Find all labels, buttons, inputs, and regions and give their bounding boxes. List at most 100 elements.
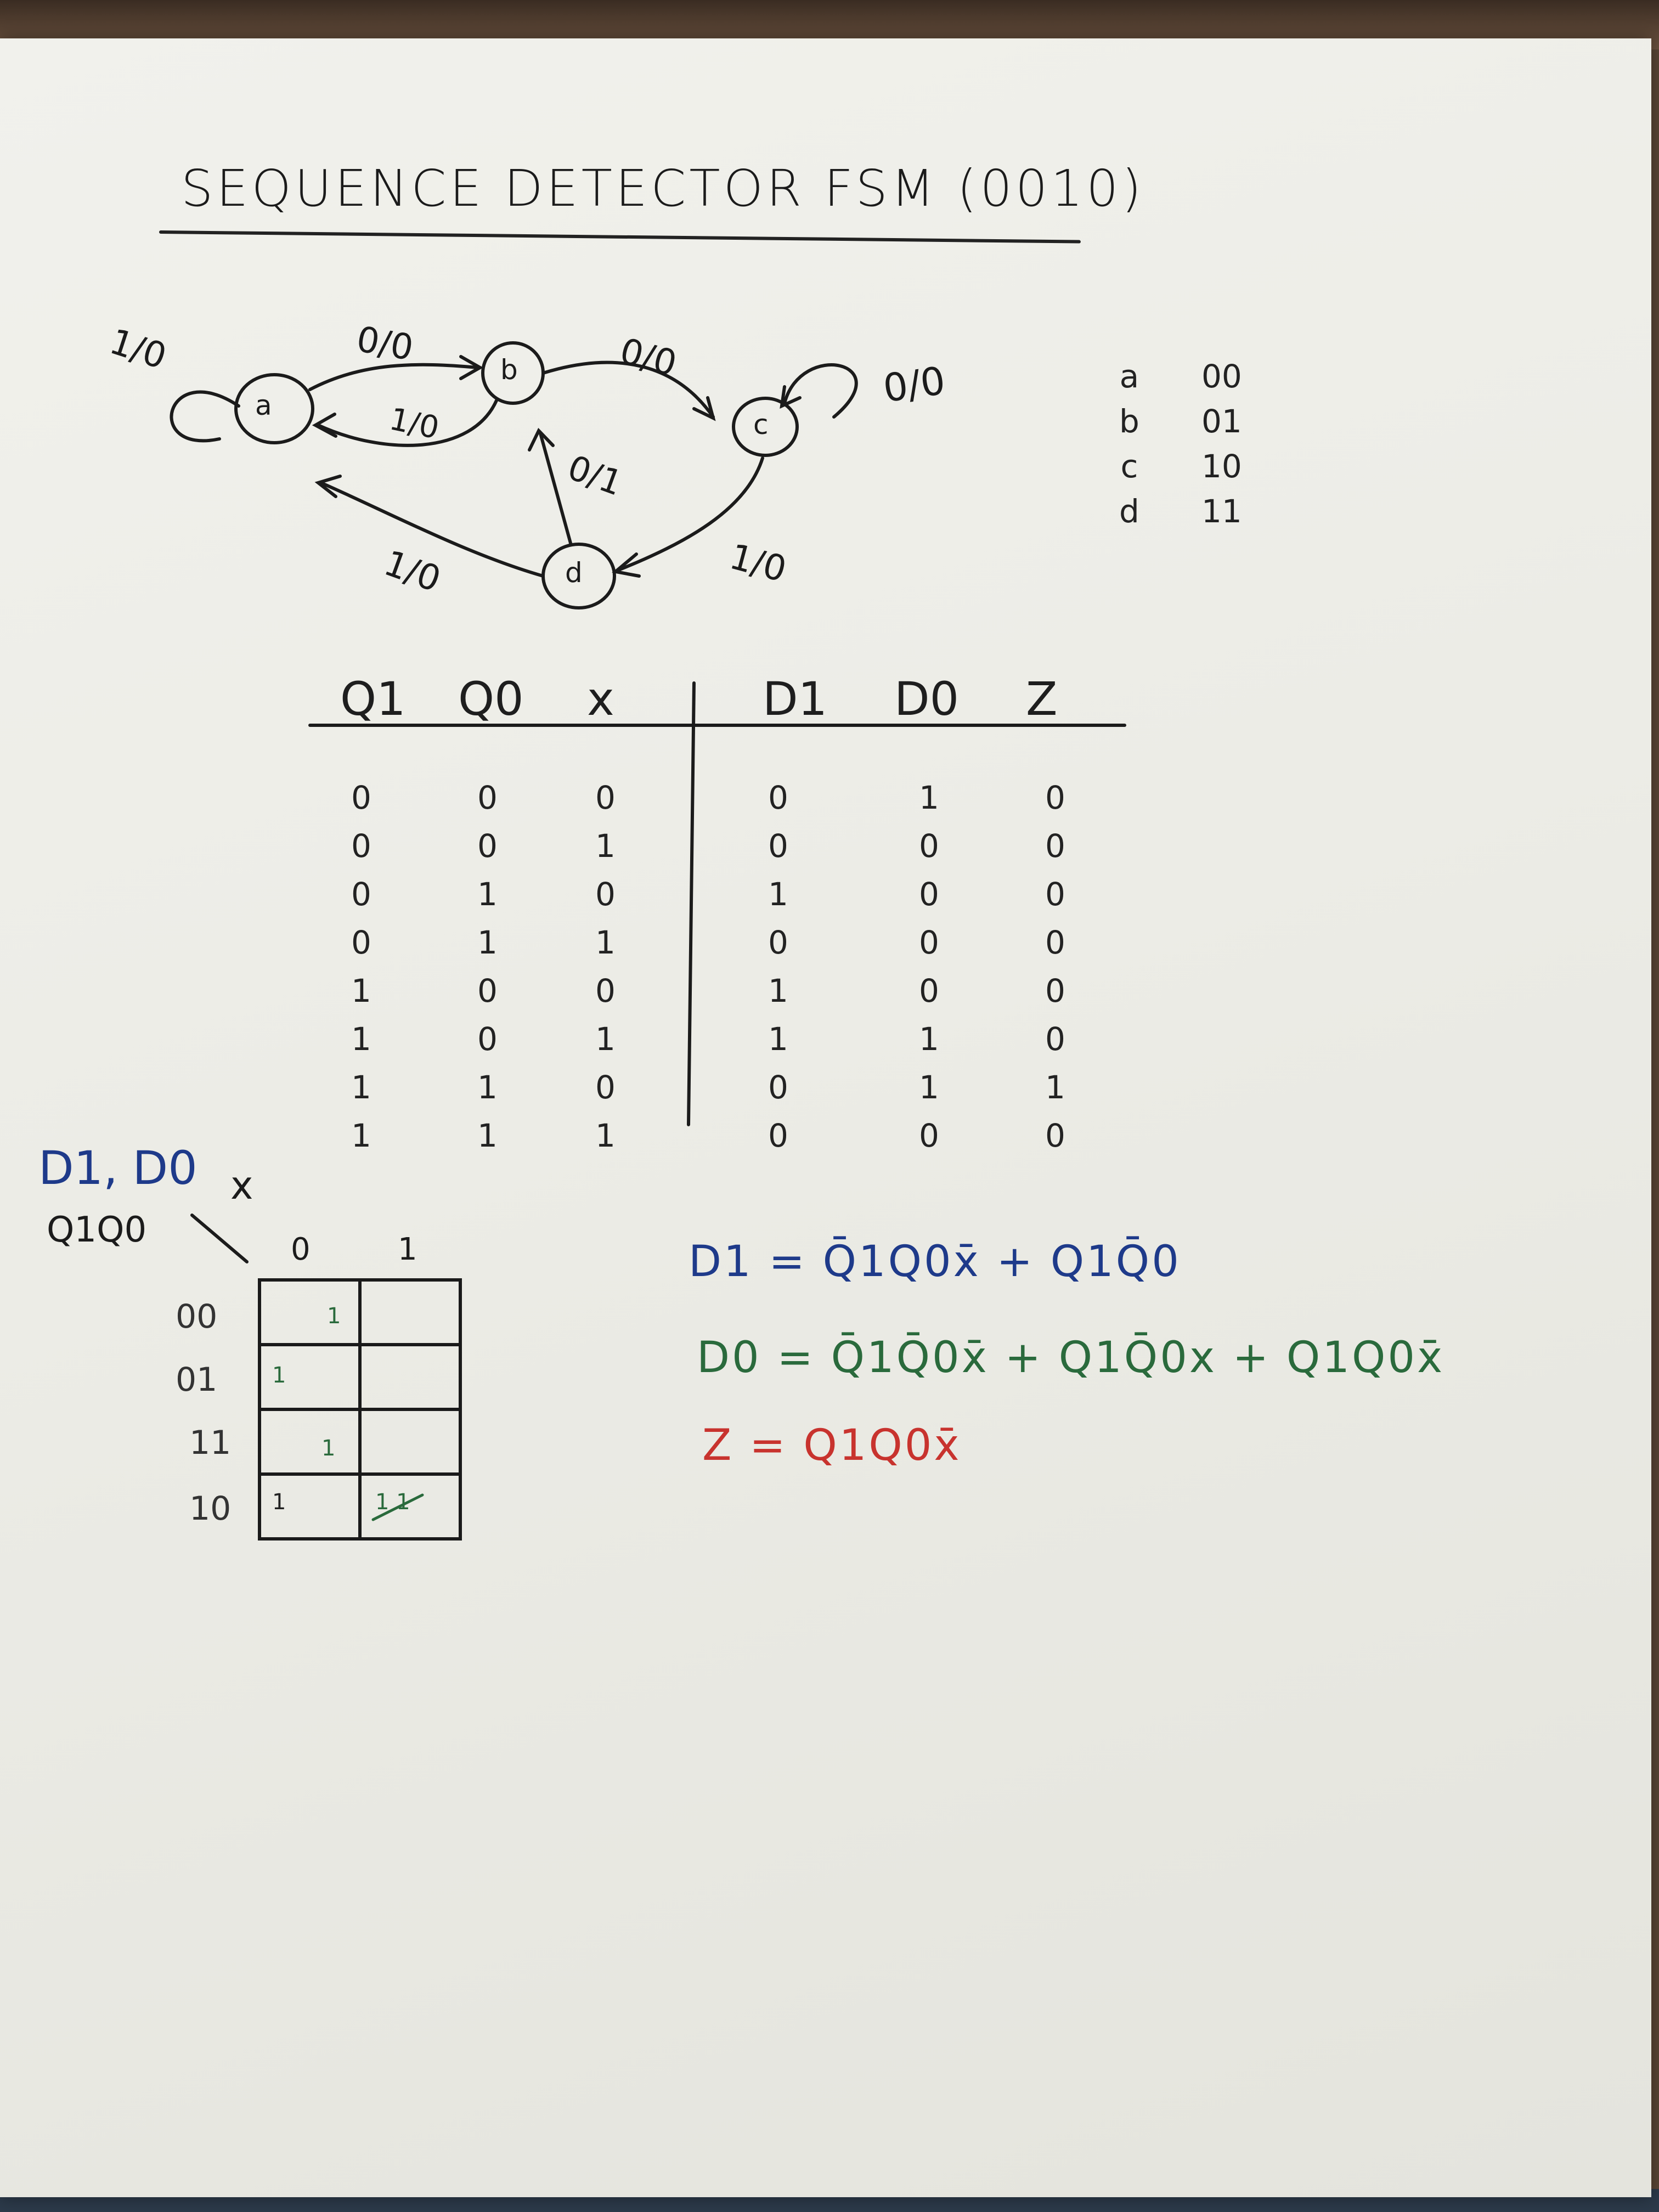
cell: 0 (1045, 1117, 1065, 1154)
kmap-row-header: 01 (176, 1361, 218, 1399)
cell: 0 (351, 827, 371, 865)
edge-label-c-self: 0/0 (880, 358, 948, 411)
cell: 1 (919, 1069, 939, 1106)
cell: 1 (919, 779, 939, 816)
cell: 0 (768, 827, 788, 865)
cell: 0 (768, 1069, 788, 1106)
kmap-var-q: Q1Q0 (47, 1210, 147, 1250)
cell: 0 (919, 924, 939, 961)
col-d1: 0 0 1 0 1 1 0 0 (768, 774, 788, 1160)
kmap-cell: 1 (258, 1278, 362, 1346)
kmap-cell (358, 1278, 462, 1346)
header-x: x (587, 672, 614, 726)
cell: 0 (351, 876, 371, 913)
cell: 1 (477, 924, 498, 961)
cell: 1 (768, 876, 788, 913)
kmap-cell: 1 (258, 1472, 362, 1541)
cell: 1 (351, 1020, 371, 1058)
encoding-code: 11 (1201, 493, 1242, 530)
state-b-label: b (500, 354, 518, 386)
cell: 0 (595, 779, 616, 816)
edge-a-self (170, 390, 240, 443)
col-q1: 0 0 0 0 1 1 1 1 (351, 774, 371, 1160)
cell: 0 (477, 972, 498, 1009)
encoding-state: b (1119, 403, 1139, 440)
cell: 0 (477, 779, 498, 816)
page-title: SEQUENCE DETECTOR FSM (0010) (181, 159, 1145, 218)
state-a-circle (234, 373, 314, 444)
equation-d1: D1 = Q̄1Q0x̄ + Q1Q̄0 (689, 1237, 1181, 1286)
cell: 1 (595, 1117, 616, 1154)
cell: 0 (919, 827, 939, 865)
cell: 0 (477, 1020, 498, 1058)
cell: 1 (1045, 1069, 1065, 1106)
edge-b-to-c (541, 360, 715, 419)
cell: 0 (477, 827, 498, 865)
cell: 0 (351, 924, 371, 961)
header-z: Z (1026, 672, 1058, 726)
col-d0: 1 0 0 0 0 1 1 0 (919, 774, 939, 1160)
kmap-grid: 1 1 1 1 1 1 (258, 1278, 462, 1541)
cell: 0 (768, 779, 788, 816)
cell: 1 (351, 1117, 371, 1154)
header-d1: D1 (763, 672, 828, 726)
col-z: 0 0 0 0 0 0 1 0 (1045, 774, 1065, 1160)
cell: 0 (595, 972, 616, 1009)
state-c-circle (732, 397, 799, 457)
cell: 1 (919, 1020, 939, 1058)
kmap-row-header: 00 (176, 1297, 218, 1336)
kmap-var-x: x (230, 1163, 253, 1208)
cell: 0 (595, 1069, 616, 1106)
kmap-cell (358, 1408, 462, 1476)
equation-z: Z = Q1Q0x̄ (702, 1421, 962, 1470)
kmap-value: 1 (321, 1436, 336, 1461)
kmap-cell: 1 (258, 1408, 362, 1476)
cell: 0 (1045, 827, 1065, 865)
edge-d-to-b (539, 432, 572, 545)
col-q0: 0 0 1 1 0 0 1 1 (477, 774, 498, 1160)
edge-d-to-a (319, 481, 545, 578)
kmap-value: 1 (272, 1363, 286, 1388)
table-divider (687, 681, 696, 1126)
header-q1: Q1 (340, 672, 406, 726)
header-d0: D0 (894, 672, 960, 726)
edge-c-to-d (616, 456, 764, 572)
encoding-codes: 00 01 10 11 (1201, 354, 1242, 534)
encoding-state: d (1119, 493, 1139, 530)
header-q0: Q0 (458, 672, 524, 726)
cell: 0 (1045, 1020, 1065, 1058)
kmap-value: 1 1 (375, 1489, 410, 1515)
encoding-code: 00 (1201, 358, 1242, 395)
cell: 0 (919, 972, 939, 1009)
kmap-cell (358, 1343, 462, 1411)
col-x: 0 1 0 1 0 1 0 1 (595, 774, 616, 1160)
kmap-value: 1 (327, 1304, 341, 1329)
kmap-value: 1 (272, 1489, 286, 1515)
encoding-state: a (1119, 358, 1139, 395)
paper-sheet (0, 38, 1651, 2197)
edge-a-to-b (308, 363, 479, 391)
cell: 1 (477, 1117, 498, 1154)
cell: 1 (351, 972, 371, 1009)
cell: 1 (768, 1020, 788, 1058)
kmap-col-header: 1 (398, 1232, 417, 1267)
cell: 0 (768, 924, 788, 961)
cell: 0 (1045, 972, 1065, 1009)
encoding-code: 10 (1201, 448, 1242, 485)
cell: 1 (595, 924, 616, 961)
cell: 0 (351, 779, 371, 816)
kmap-cell: 1 (258, 1343, 362, 1411)
state-d-label: d (565, 557, 583, 589)
cell: 0 (1045, 924, 1065, 961)
cell: 0 (919, 876, 939, 913)
cell: 0 (1045, 876, 1065, 913)
kmap-row-header: 11 (189, 1424, 232, 1462)
cell: 1 (595, 1020, 616, 1058)
cell: 0 (919, 1117, 939, 1154)
kmap-cell: 1 1 (358, 1472, 462, 1541)
equation-d0: D0 = Q̄1Q̄0x̄ + Q1Q̄0x + Q1Q0x̄ (697, 1333, 1445, 1383)
state-c-label: c (753, 409, 769, 441)
cell: 1 (477, 876, 498, 913)
cell: 1 (351, 1069, 371, 1106)
encoding-code: 01 (1201, 403, 1242, 440)
